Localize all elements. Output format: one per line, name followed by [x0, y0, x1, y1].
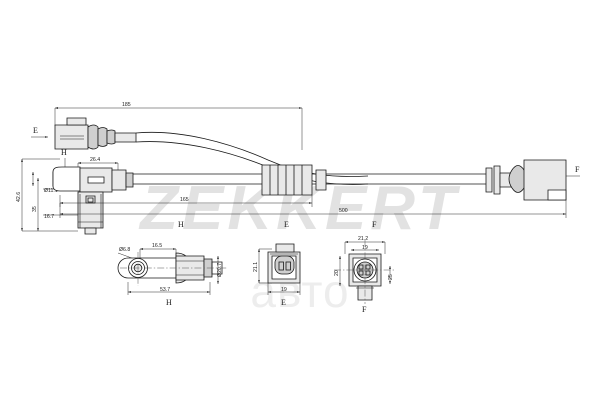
cable-bellows — [261, 164, 313, 196]
e-arrow-label: E — [33, 126, 38, 135]
sensor-body-window — [87, 176, 105, 184]
section-f-main: F — [372, 220, 377, 229]
dim-185-label: 185 — [122, 102, 131, 108]
section-h-main: H — [178, 220, 184, 229]
flange-nib — [84, 227, 97, 235]
detail-h-title: H — [166, 298, 172, 307]
top-connector-latch — [66, 117, 87, 126]
sensor-arm — [52, 166, 81, 192]
dim-426-label: 42.6 — [16, 192, 22, 202]
detail-view-h: 16.5 Ø6.8 53.7 Ø20.7 H — [117, 243, 228, 307]
dim-25f-label: 25 — [388, 274, 394, 280]
dim-500: 500 — [59, 200, 567, 218]
detail-e-cavity — [274, 255, 295, 275]
dim-185: 185 — [54, 102, 303, 150]
dim-167: 16.7 — [43, 214, 78, 220]
dim-35-label: 35 — [32, 206, 38, 212]
sensor-grommet — [125, 172, 134, 188]
dim-19e-label: 19 — [281, 287, 287, 293]
dim-head-vertical: 42.6 35 — [16, 158, 78, 232]
dim-211-label: 21.1 — [253, 262, 259, 272]
dim-165-label: 165 — [180, 197, 189, 203]
f-right-label: F — [575, 165, 580, 174]
top-connector-body — [54, 124, 89, 150]
top-boot-1 — [87, 124, 99, 150]
cable-clip — [315, 169, 327, 191]
detail-e-title: E — [281, 298, 286, 307]
f-right-marker: F — [566, 165, 580, 177]
top-boot-2 — [97, 127, 108, 147]
detail-view-f: 21.2 19 20 25 F — [334, 236, 396, 314]
dim-19f-label: 19 — [362, 245, 368, 251]
detail-view-e: 21.1 19 E — [253, 243, 301, 307]
detail-h-cable — [211, 261, 223, 275]
mounting-flange — [77, 191, 104, 229]
detail-h-barrel — [175, 255, 205, 281]
dim-212-label: 21.2 — [358, 236, 368, 242]
dim-165h-label: 16.5 — [152, 243, 162, 249]
dim-20f-label: 20 — [334, 270, 340, 276]
dim-167-label: 16.7 — [44, 214, 54, 220]
dim-500-label: 500 — [339, 208, 348, 214]
sensor-collar — [111, 169, 127, 191]
dim-d68-label: Ø6.8 — [119, 247, 130, 253]
dim-d111-label: Ø11.1 — [44, 188, 58, 194]
right-ferrule-1 — [485, 167, 493, 193]
top-boot-sleeve — [114, 132, 137, 143]
detail-f-title: F — [362, 305, 367, 314]
right-ferrule-2 — [493, 165, 501, 195]
e-arrow-marker: E — [31, 126, 48, 138]
h-callout-label: H — [61, 148, 67, 157]
detail-e-latch — [275, 243, 295, 253]
right-connector-step — [547, 189, 567, 201]
dim-537-label: 53.7 — [160, 287, 170, 293]
section-e-main: E — [284, 220, 289, 229]
dim-264-label: 26.4 — [90, 157, 100, 163]
dim-d207-label: Ø20.7 — [217, 263, 223, 277]
top-boot-3 — [106, 129, 116, 145]
